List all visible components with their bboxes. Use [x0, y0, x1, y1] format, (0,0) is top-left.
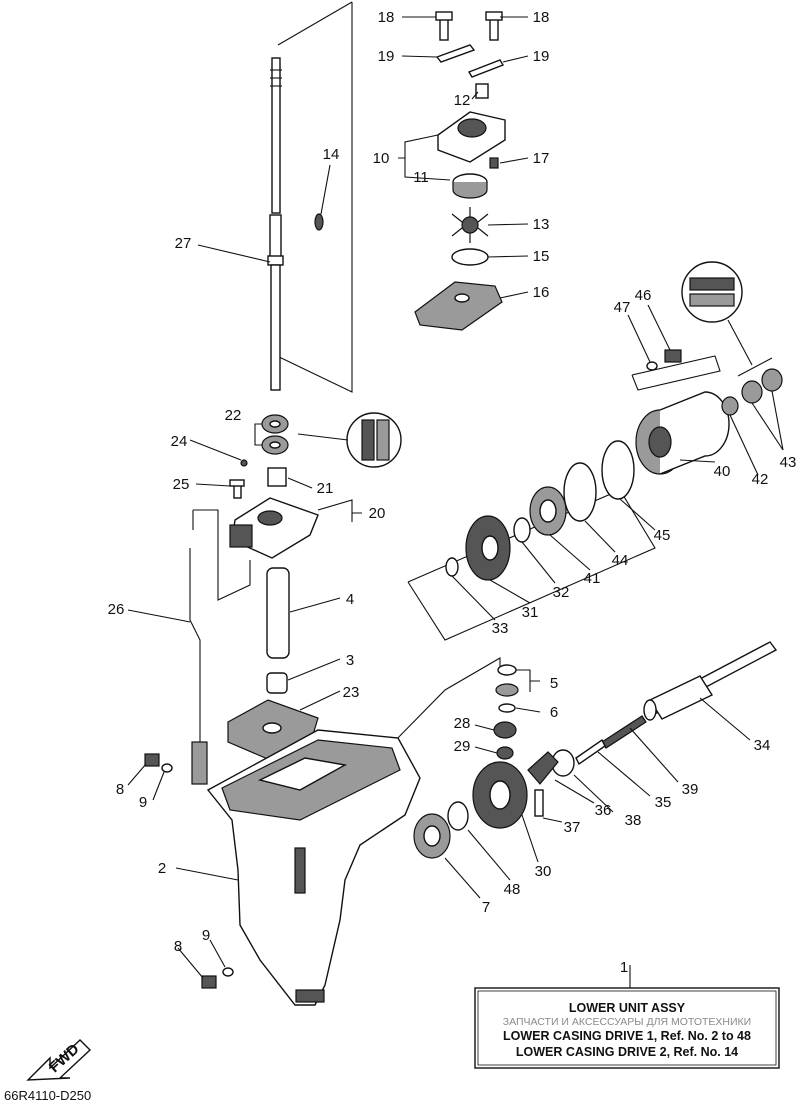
bolt-46-washer-47	[646, 349, 682, 371]
shim-32	[513, 517, 531, 543]
callout-2: 2	[158, 860, 166, 877]
callout-30: 30	[535, 863, 552, 880]
callout-20: 20	[369, 505, 386, 522]
callout-19a: 19	[378, 48, 395, 65]
callout-38: 38	[625, 812, 642, 829]
callout-26: 26	[108, 601, 125, 618]
callout-10: 10	[373, 150, 390, 167]
bearing-7	[413, 813, 451, 859]
lower-unit-info-box: LOWER UNIT ASSY ЗАПЧАСТИ И АКСЕССУАРЫ ДЛ…	[474, 987, 780, 1069]
callout-14: 14	[323, 146, 340, 163]
callout-21: 21	[317, 480, 334, 497]
callout-25: 25	[173, 476, 190, 493]
callout-36: 36	[595, 802, 612, 819]
water-pump-group	[414, 11, 506, 331]
callout-37: 37	[564, 819, 581, 836]
pinion-group	[493, 664, 519, 760]
callout-29: 29	[454, 738, 471, 755]
callout-6: 6	[550, 704, 558, 721]
callout-31: 31	[522, 604, 539, 621]
callout-8b: 8	[174, 938, 182, 955]
seal-detail-inset	[681, 261, 753, 366]
callout-28: 28	[454, 715, 471, 732]
callout-47: 47	[614, 299, 631, 316]
callout-23: 23	[343, 684, 360, 701]
callout-27: 27	[175, 235, 192, 252]
callout-9b: 9	[202, 927, 210, 944]
callout-17: 17	[533, 150, 550, 167]
info-box-line2: LOWER CASING DRIVE 2, Ref. No. 14	[516, 1045, 738, 1059]
propeller-shaft-34	[643, 641, 778, 721]
callout-labels: 1 2 3 4 5 6 7 8 8 9 9 10 11 12 13 14 15 …	[108, 9, 797, 976]
oil-seal-housing-group	[229, 412, 402, 559]
seal-43a	[741, 380, 763, 404]
shim-33	[445, 557, 459, 577]
o-ring-44	[563, 462, 597, 522]
callout-18a: 18	[378, 9, 395, 26]
callout-44: 44	[612, 552, 629, 569]
pin-14	[314, 213, 324, 231]
info-box-title: LOWER UNIT ASSY	[569, 1001, 686, 1015]
leader-lines	[127, 16, 784, 988]
o-ring-45	[601, 440, 635, 500]
callout-16: 16	[533, 284, 550, 301]
callout-12: 12	[454, 92, 471, 109]
callout-40: 40	[714, 463, 731, 480]
bolt-washer-set	[144, 753, 234, 989]
callout-4: 4	[346, 591, 354, 608]
callout-43: 43	[780, 454, 797, 471]
callout-32: 32	[553, 584, 570, 601]
callout-41: 41	[584, 570, 601, 587]
watermark-text: ЗАПЧАСТИ И АКСЕССУАРЫ ДЛЯ МОТОТЕХНИКИ	[503, 1016, 751, 1028]
forward-gear-30	[472, 761, 528, 829]
callout-11: 11	[413, 169, 429, 186]
diagram-code: 66R4110-D250	[4, 1088, 91, 1103]
callout-3: 3	[346, 652, 354, 669]
callout-19b: 19	[533, 48, 550, 65]
callout-8a: 8	[116, 781, 124, 798]
info-box-line1: LOWER CASING DRIVE 1, Ref. No. 2 to 48	[503, 1029, 751, 1043]
callout-24: 24	[171, 433, 188, 450]
bearing-housing-40	[635, 391, 730, 475]
callout-48: 48	[504, 881, 521, 898]
callout-9a: 9	[139, 794, 147, 811]
spring-39	[601, 715, 647, 749]
shim-48	[447, 801, 469, 831]
fwd-arrow-icon: FWD	[26, 1039, 92, 1081]
seal-43b	[761, 368, 783, 392]
callout-39: 39	[682, 781, 699, 798]
drive-shaft-tube-group	[227, 567, 319, 761]
bearing-42	[721, 396, 739, 416]
callout-15: 15	[533, 248, 550, 265]
shift-rod-26	[189, 548, 208, 785]
callout-34: 34	[754, 737, 771, 754]
drive-shaft-27	[267, 57, 284, 391]
bearing-41	[529, 486, 567, 536]
dog-clutch-36	[527, 751, 559, 785]
reverse-gear-31	[465, 515, 511, 581]
callout-35: 35	[655, 794, 672, 811]
callout-1: 1	[620, 959, 628, 976]
callout-46: 46	[635, 287, 652, 304]
callout-5: 5	[550, 675, 558, 692]
callout-7: 7	[482, 899, 490, 916]
callout-13: 13	[533, 216, 550, 233]
callout-42: 42	[752, 471, 769, 488]
pin-35	[575, 738, 606, 766]
pin-37	[534, 789, 544, 817]
callout-22: 22	[225, 407, 242, 424]
callout-18b: 18	[533, 9, 550, 26]
lower-casing-2	[206, 729, 421, 1006]
callout-45: 45	[654, 527, 671, 544]
callout-33: 33	[492, 620, 509, 637]
